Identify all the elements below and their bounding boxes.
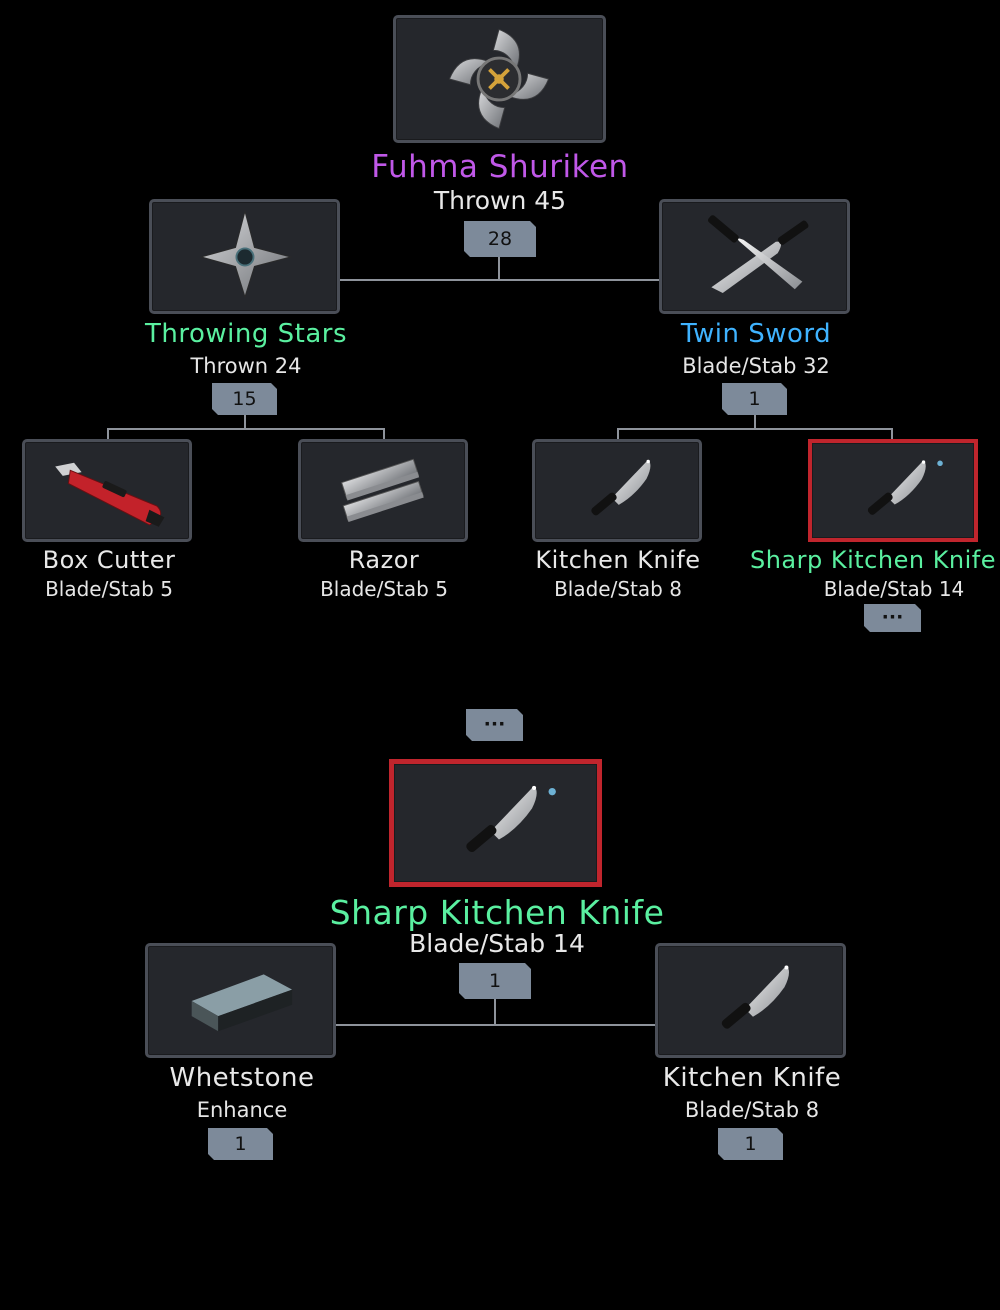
- connector-line: [494, 998, 496, 1025]
- item-slot-box-cutter[interactable]: [22, 439, 192, 542]
- connector-line: [498, 256, 500, 280]
- item-category-razor: Blade/Stab 5: [320, 577, 448, 601]
- item-slot-fuhma-shuriken[interactable]: [393, 15, 606, 143]
- whetstone-icon: [191, 974, 293, 1032]
- more-badge[interactable]: ···: [864, 604, 921, 632]
- kitchen-knife-icon: [589, 459, 651, 517]
- count-badge-twin-sword: 1: [722, 383, 787, 415]
- item-name-kitchen-knife-ingredient: Kitchen Knife: [662, 1063, 842, 1093]
- more-badge[interactable]: ···: [466, 709, 523, 741]
- connector-line: [244, 414, 246, 429]
- item-slot-whetstone[interactable]: [145, 943, 336, 1058]
- item-name-throwing-stars: Throwing Stars: [145, 319, 347, 349]
- item-name-razor: Razor: [348, 546, 420, 574]
- item-name-kitchen-knife: Kitchen Knife: [535, 546, 701, 574]
- sharp-kitchen-knife-icon: [464, 785, 556, 854]
- item-category-fuhma-shuriken: Thrown 45: [433, 186, 567, 215]
- item-slot-kitchen-knife[interactable]: [532, 439, 702, 542]
- box-cutter-icon: [55, 462, 165, 527]
- connector-line: [107, 428, 385, 430]
- connector-line: [891, 428, 893, 440]
- item-category-box-cutter: Blade/Stab 5: [45, 577, 173, 601]
- throwing-star-icon: [199, 209, 293, 299]
- item-category-sharp-kitchen-knife: Blade/Stab 14: [823, 577, 965, 601]
- connector-line: [107, 428, 109, 440]
- item-name-box-cutter: Box Cutter: [42, 546, 176, 574]
- item-slot-sharp-kitchen-knife[interactable]: [808, 439, 978, 542]
- razor-icon: [341, 458, 424, 522]
- item-category-sharp-kitchen-knife-detail: Blade/Stab 14: [409, 929, 585, 958]
- count-badge-kitchen-knife: 1: [718, 1128, 783, 1160]
- item-name-twin-sword: Twin Sword: [680, 319, 832, 349]
- count-badge-fuhma-shuriken: 28: [464, 221, 536, 257]
- item-slot-twin-sword[interactable]: [659, 199, 850, 314]
- twin-sword-icon: [708, 215, 809, 293]
- item-category-twin-sword: Blade/Stab 32: [682, 354, 830, 378]
- connector-line: [617, 428, 893, 430]
- item-name-sharp-kitchen-knife: Sharp Kitchen Knife: [749, 546, 997, 574]
- count-badge-throwing-stars: 15: [212, 383, 277, 415]
- item-category-kitchen-knife: Blade/Stab 8: [554, 577, 682, 601]
- connector-line: [335, 1024, 655, 1026]
- connector-line: [754, 414, 756, 429]
- item-category-kitchen-knife-ingredient: Blade/Stab 8: [684, 1098, 820, 1122]
- item-slot-razor[interactable]: [298, 439, 468, 542]
- count-badge-whetstone: 1: [208, 1128, 273, 1160]
- item-category-throwing-stars: Thrown 24: [190, 354, 302, 378]
- sharp-kitchen-knife-icon: [866, 460, 943, 517]
- item-slot-kitchen-knife-ingredient[interactable]: [655, 943, 846, 1058]
- count-badge-sharp-kitchen-knife: 1: [459, 963, 531, 999]
- item-slot-throwing-stars[interactable]: [149, 199, 340, 314]
- connector-line: [617, 428, 619, 440]
- item-category-whetstone: Enhance: [196, 1098, 288, 1122]
- item-name-whetstone: Whetstone: [169, 1063, 315, 1093]
- kitchen-knife-icon: [720, 965, 789, 1031]
- item-slot-sharp-kitchen-knife-detail[interactable]: [389, 759, 602, 887]
- item-name-fuhma-shuriken: Fuhma Shuriken: [371, 149, 629, 185]
- connector-line: [340, 279, 660, 281]
- item-name-sharp-kitchen-knife-detail: Sharp Kitchen Knife: [329, 893, 665, 932]
- connector-line: [383, 428, 385, 440]
- fuhma-shuriken-icon: [448, 28, 550, 130]
